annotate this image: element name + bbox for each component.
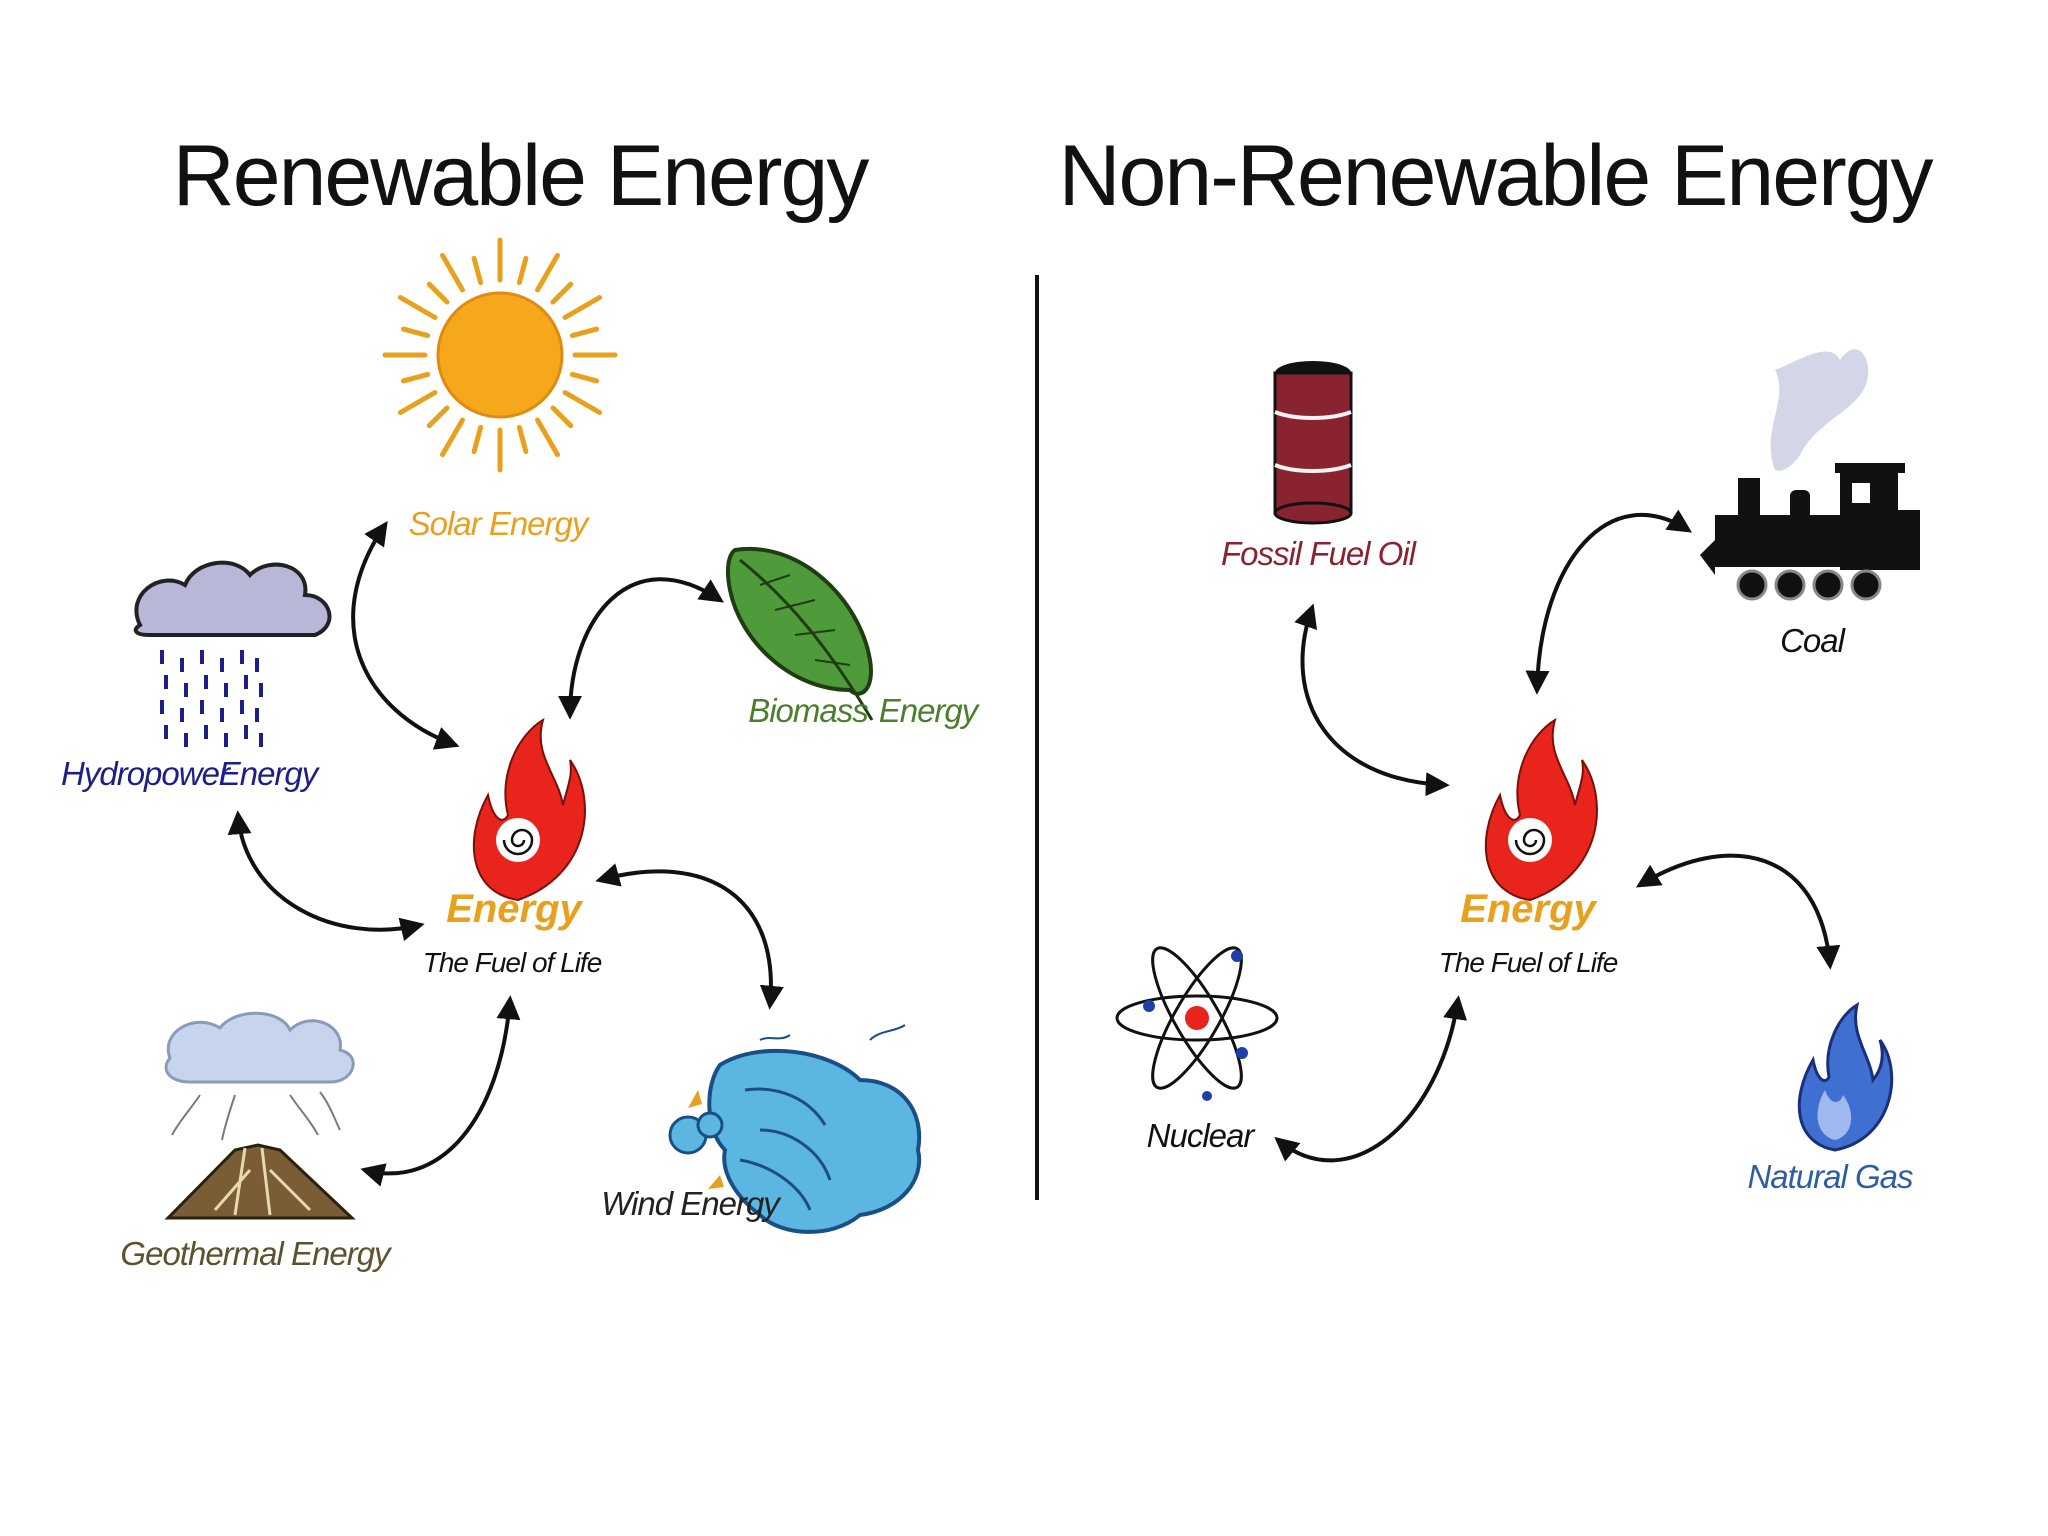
sun-ray	[569, 326, 600, 339]
sun-ray	[471, 424, 484, 455]
rain-drop	[184, 683, 188, 697]
sun-ray	[535, 252, 560, 293]
sun-ray	[440, 252, 465, 293]
rain-drop	[224, 683, 228, 697]
sun-ray	[426, 405, 450, 429]
rain-drop	[259, 683, 263, 697]
atom-icon	[1115, 946, 1279, 1101]
rain-drop	[180, 708, 184, 722]
rain-drop	[224, 733, 228, 747]
sun-icon	[382, 237, 618, 473]
nonrenewable-fuel-label: The Fuel of Life	[1439, 947, 1618, 978]
coal-label: Coal	[1780, 622, 1847, 659]
arrow-nuclear-energy	[1274, 995, 1468, 1163]
locomotive-wheel	[1774, 569, 1806, 601]
sun-ray	[516, 255, 529, 286]
renewable-title: Renewable Energy	[173, 128, 870, 224]
energy-flame-icon	[472, 717, 586, 902]
sun-ray	[471, 255, 484, 286]
arrow-fossil-energy	[1294, 603, 1450, 797]
sun-ray	[562, 390, 603, 415]
leaf-icon	[725, 546, 874, 721]
arrow-geothermal-energy	[360, 995, 521, 1187]
rain-drop	[160, 650, 164, 664]
rain-drop	[244, 675, 248, 689]
wind-wave-icon	[668, 1024, 922, 1234]
sun-ray	[397, 390, 438, 415]
rain-drop	[220, 708, 224, 722]
locomotive-wheel	[1812, 569, 1844, 601]
wind-energy-label: Wind Energy	[601, 1185, 782, 1222]
locomotive-wheel	[1850, 569, 1882, 601]
solar-energy-label: Solar Energy	[409, 505, 591, 542]
sun-ray	[426, 281, 450, 305]
sun-ray	[550, 281, 574, 305]
rain-drop	[160, 700, 164, 714]
rain-drop	[220, 658, 224, 672]
natural-gas-label: Natural Gas	[1747, 1158, 1913, 1195]
arrow-gas-energy	[1635, 853, 1841, 970]
sun-ray	[400, 371, 431, 384]
hydropower-label-part2: Energy	[219, 755, 321, 792]
rain-drop	[259, 733, 263, 747]
hydropower-label-part1: Hydropower	[61, 755, 232, 792]
gas-flame-icon	[1797, 1001, 1894, 1152]
rain-drop	[200, 700, 204, 714]
sun-ray	[440, 417, 465, 458]
fossil-fuel-label: Fossil Fuel Oil	[1221, 535, 1418, 572]
rain-cloud-icon	[133, 560, 332, 747]
rain-drop	[164, 725, 168, 739]
energy-flame-icon-nonrenewable	[1484, 717, 1598, 902]
rain-drop	[255, 708, 259, 722]
nonrenewable-title: Non-Renewable Energy	[1058, 128, 1933, 224]
renewable-fuel-label: The Fuel of Life	[423, 947, 602, 978]
geothermal-energy-label: Geothermal Energy	[120, 1235, 393, 1272]
rain-drop	[240, 700, 244, 714]
arrow-wind-energy	[595, 863, 784, 1010]
rain-drop	[244, 725, 248, 739]
rain-drop	[164, 675, 168, 689]
rain-drop	[200, 650, 204, 664]
sun-ray	[516, 424, 529, 455]
rain-drop	[204, 725, 208, 739]
rain-drop	[180, 658, 184, 672]
arrow-biomass-energy	[558, 577, 724, 720]
nonrenewable-panel: Fossil Fuel Oil Coal Energy The Fuel of …	[1115, 349, 1920, 1195]
arrow-coal-energy	[1525, 509, 1693, 695]
nuclear-label: Nuclear	[1147, 1117, 1257, 1154]
sun-ray	[397, 295, 438, 320]
rain-drop	[204, 675, 208, 689]
biomass-label-part2: Energy	[879, 692, 981, 729]
rain-drop	[240, 650, 244, 664]
biomass-label-part1: Biomass	[748, 692, 868, 729]
rain-drop	[255, 658, 259, 672]
renewable-panel: Solar Energy Biomass Energy Hydropower E…	[61, 237, 982, 1272]
arrow-hydro-energy	[227, 810, 425, 942]
sun-ray	[400, 326, 431, 339]
nonrenewable-energy-label: Energy	[1460, 887, 1597, 931]
sun-ray	[535, 417, 560, 458]
oil-barrel-icon	[1273, 361, 1353, 525]
steam-locomotive-icon	[1700, 349, 1920, 601]
sun-ray	[569, 371, 600, 384]
sun-ray	[562, 295, 603, 320]
arrow-solar-energy	[351, 521, 460, 750]
volcano-icon	[164, 1011, 356, 1220]
sun-ray	[550, 405, 574, 429]
renewable-energy-label: Energy	[446, 887, 583, 931]
rain-drop	[184, 733, 188, 747]
locomotive-wheel	[1736, 569, 1768, 601]
